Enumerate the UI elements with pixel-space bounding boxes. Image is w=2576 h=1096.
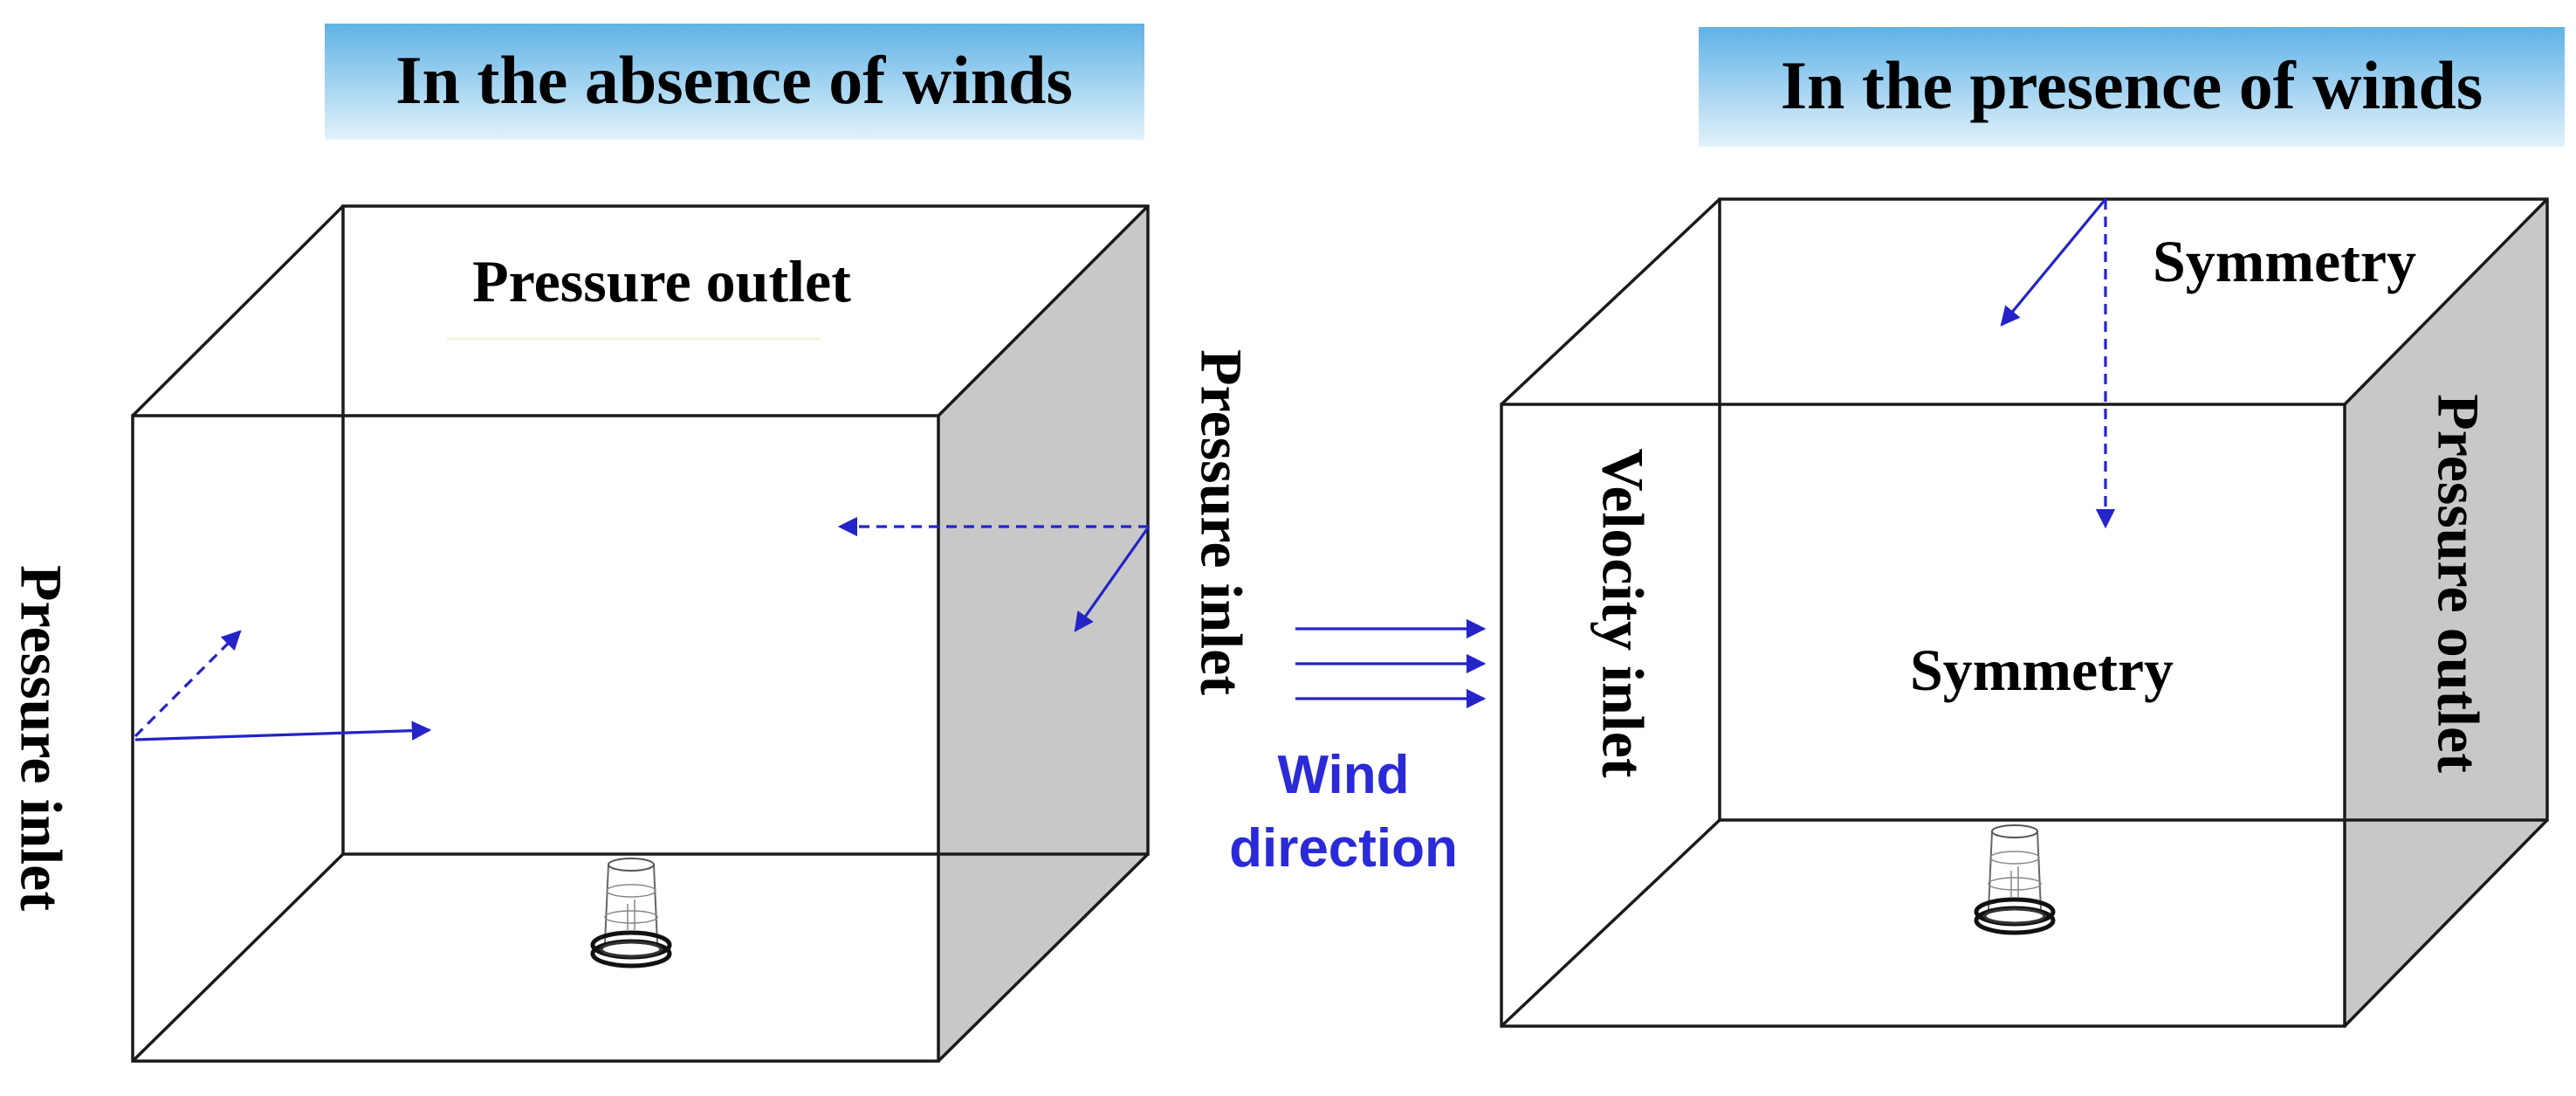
fan-object <box>593 858 670 966</box>
inlet-arrow-solid <box>134 720 432 741</box>
right-top-label: Symmetry <box>2153 228 2416 294</box>
right-title: In the presence of winds <box>1781 47 2483 123</box>
right-left-label: Velocity inlet <box>1590 448 1656 777</box>
wind-label-line1: Wind <box>1278 745 1410 805</box>
left-title: In the absence of winds <box>395 42 1073 118</box>
left-panel: In the absence of winds Pressure outlet … <box>8 24 1254 1063</box>
left-right-face <box>938 206 1148 1061</box>
left-side-label: Pressure inlet <box>8 565 74 911</box>
right-panel: In the presence of winds Symmetry Symmet… <box>1500 27 2565 1028</box>
right-title-banner <box>1699 27 2565 147</box>
right-side-label: Pressure inlet <box>1188 349 1254 695</box>
inlet-arrow-dashed <box>134 630 242 738</box>
symmetry-arrow-solid <box>2000 197 2107 327</box>
wind-label-line2: direction <box>1229 818 1458 879</box>
left-title-banner <box>325 24 1144 140</box>
fan-object-right <box>1976 825 2053 933</box>
right-center-label: Symmetry <box>1910 637 2174 703</box>
inlet-arrow-solid-right <box>1074 526 1151 632</box>
right-cube <box>1500 197 2549 1028</box>
right-right-label: Pressure outlet <box>2425 394 2491 773</box>
wind-indicator: Wind direction <box>1229 618 1487 879</box>
left-top-label: Pressure outlet <box>472 248 851 314</box>
